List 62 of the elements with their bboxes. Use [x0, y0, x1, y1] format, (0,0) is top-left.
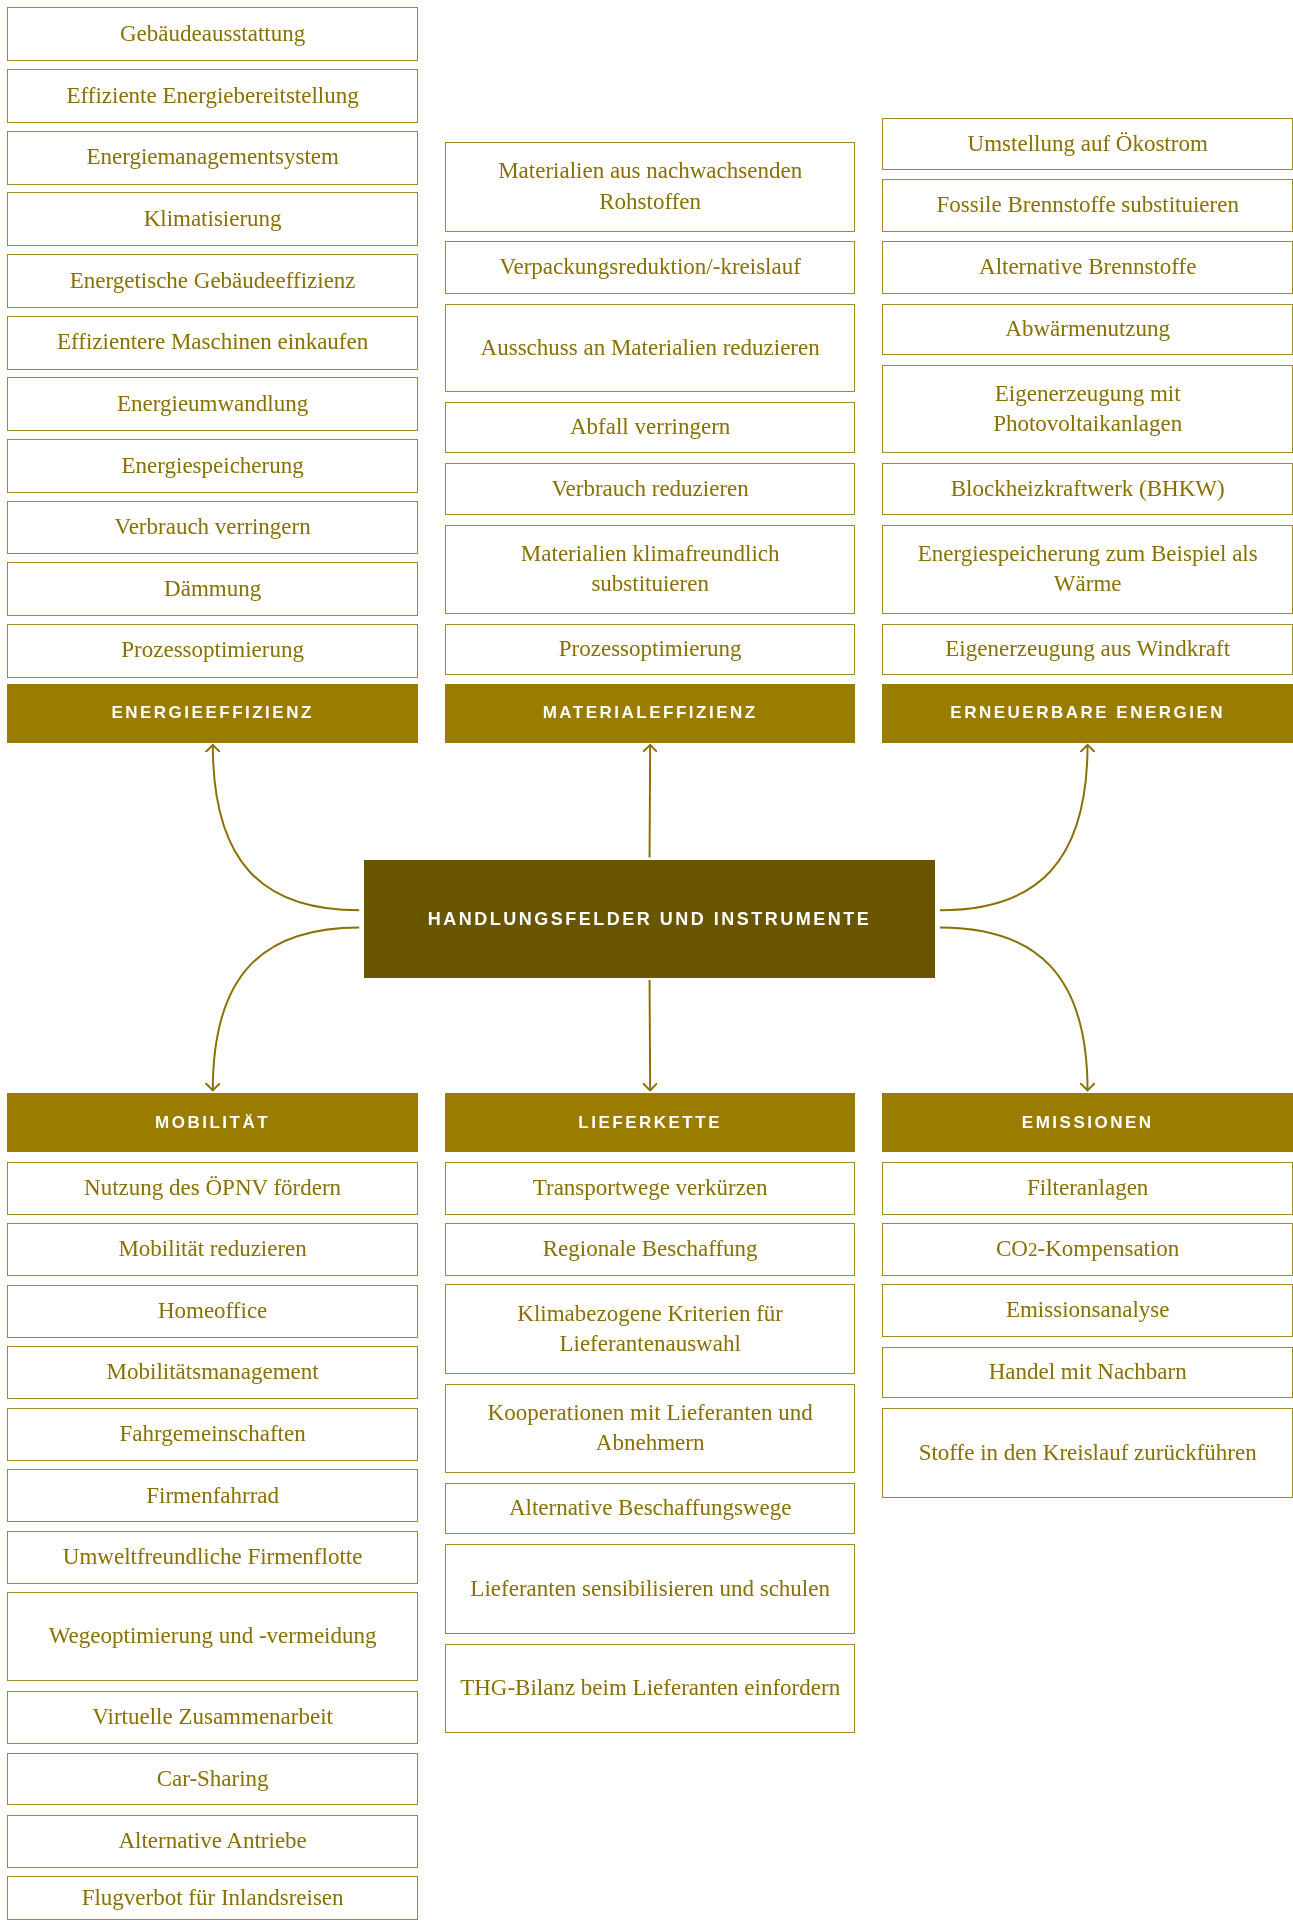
- measure-box: Verbrauch verringern: [7, 500, 418, 555]
- measure-box: Umstellung auf Ökostrom: [882, 117, 1293, 171]
- curved-arrow: [641, 743, 659, 859]
- measure-box: Emissionsanalyse: [882, 1284, 1293, 1338]
- category-header: ERNEUERBARE ENERGIEN: [882, 683, 1293, 743]
- measure-box: Effiziente Energiebereitstellung: [7, 69, 418, 123]
- measure-box: Eigenerzeugung mit Photovoltaikanlagen: [882, 365, 1293, 454]
- measure-box: Abfall verringern: [444, 402, 856, 454]
- curved-arrow: [938, 743, 1096, 912]
- measure-box: Nutzung des ÖPNV fördern: [7, 1161, 418, 1215]
- measure-box: Umweltfreundliche Firmenflotte: [7, 1531, 418, 1584]
- measure-box: Ausschuss an Materialien reduzieren: [444, 303, 856, 393]
- measure-box: Stoffe in den Kreislauf zurückführen: [882, 1408, 1293, 1498]
- measure-box: Dämmung: [7, 562, 418, 617]
- measure-box: Gebäudeausstattung: [7, 7, 418, 62]
- measure-box: Fossile Brennstoffe substituieren: [882, 178, 1293, 232]
- measure-box: Handel mit Nachbarn: [882, 1346, 1293, 1399]
- measure-box: Fahrgemeinschaften: [7, 1407, 418, 1461]
- measure-box: Prozessoptimierung: [7, 623, 418, 678]
- measure-box: Energiemanagementsystem: [7, 130, 418, 185]
- curved-arrow: [938, 926, 1096, 1092]
- measure-box: Energieumwandlung: [7, 377, 418, 432]
- measure-box: Mobilität reduzieren: [7, 1223, 418, 1277]
- category-header: LIEFERKETTE: [444, 1093, 856, 1153]
- measure-box: Materialien klimafreundlich substituieren: [444, 524, 856, 614]
- measure-box: Kooperationen mit Lieferanten und Abnehmern: [444, 1383, 856, 1474]
- central-heading-box: HANDLUNGSFELDER UND INSTRUMENTE: [364, 860, 936, 978]
- measure-box: Firmenfahrrad: [7, 1469, 418, 1523]
- measure-box: Alternative Antriebe: [7, 1815, 418, 1868]
- measure-box: Car-Sharing: [7, 1752, 418, 1806]
- measure-box: Regionale Beschaffung: [444, 1223, 856, 1276]
- measure-box: Klimatisierung: [7, 192, 418, 247]
- measure-box: Effizientere Maschinen einkaufen: [7, 315, 418, 370]
- measure-box: Abwärmenutzung: [882, 303, 1293, 356]
- measure-box: Energiespeicherung: [7, 438, 418, 493]
- measure-box: Eigenerzeugung aus Windkraft: [882, 623, 1293, 676]
- curved-arrow: [204, 926, 361, 1092]
- measure-box: Lieferanten sensibilisieren und schulen: [444, 1544, 856, 1634]
- category-header: ENERGIEEFFIZIENZ: [7, 683, 418, 743]
- measure-box: Virtuelle Zusammenarbeit: [7, 1691, 418, 1744]
- measure-box: Verpackungsreduktion/-kreislauf: [444, 241, 856, 295]
- measure-box: Homeoffice: [7, 1284, 418, 1338]
- curved-arrow: [204, 743, 361, 912]
- measure-box: Materialien aus nachwachsenden Rohstoffen: [444, 142, 856, 232]
- curved-arrow: [641, 979, 659, 1092]
- measure-box: Filteranlagen: [882, 1161, 1293, 1215]
- measure-box: Energetische Gebäudeeffizienz: [7, 253, 418, 308]
- measure-box: Alternative Brennstoffe: [882, 241, 1293, 295]
- measure-box: Transportwege verkürzen: [444, 1161, 856, 1215]
- measure-box: Mobilitätsmanagement: [7, 1346, 418, 1400]
- category-header: MATERIALEFFIZIENZ: [444, 683, 856, 743]
- measure-box: Prozessoptimierung: [444, 623, 856, 676]
- measure-box: Energiespeicherung zum Beispiel als Wärme: [882, 524, 1293, 614]
- measure-box: Alternative Beschaffungswege: [444, 1482, 856, 1535]
- measure-box: Blockheizkraftwerk (BHKW): [882, 463, 1293, 515]
- measure-box: Wegeoptimierung und -vermeidung: [7, 1592, 418, 1682]
- measure-box: Verbrauch reduzieren: [444, 463, 856, 515]
- measure-box: Klimabezogene Kriterien für Lieferantenauswahl: [444, 1284, 856, 1374]
- measure-box: Flugverbot für Inlandsreisen: [7, 1876, 418, 1921]
- category-header: EMISSIONEN: [882, 1093, 1293, 1153]
- category-header: MOBILITÄT: [7, 1093, 418, 1153]
- measure-box: THG-Bilanz beim Lieferanten einfordern: [444, 1643, 856, 1733]
